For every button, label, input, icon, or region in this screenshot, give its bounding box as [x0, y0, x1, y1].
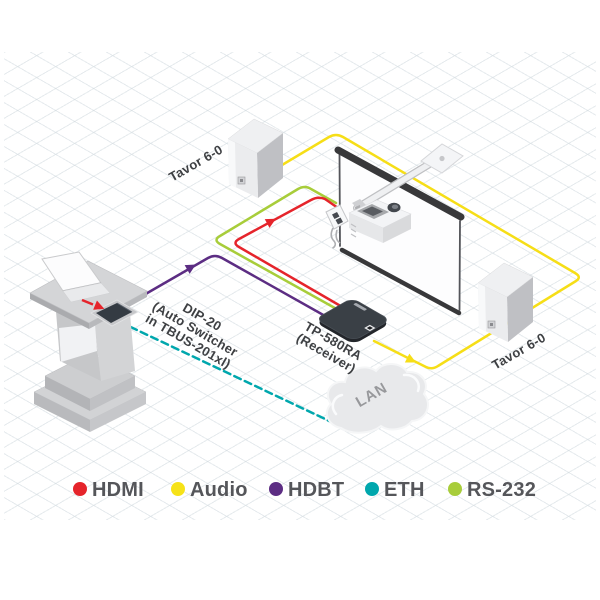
legend-item-hdmi: HDMI: [73, 479, 144, 501]
projector-lens-inner: [391, 204, 399, 209]
podium: [29, 251, 148, 432]
speaker-left-edge-highlight: [228, 139, 236, 188]
speaker-left-top-face: [227, 118, 284, 154]
podium-top-left-edge: [30, 293, 89, 329]
ceiling-plate-hole: [439, 155, 445, 162]
projector-front-face: [349, 213, 383, 243]
cloud-highlight: [331, 373, 420, 416]
projector-side-face: [383, 214, 411, 243]
legend-item-rs232: RS-232: [448, 479, 536, 501]
speaker-left: [227, 118, 284, 198]
laptop-keyboard: [62, 282, 111, 303]
legend-label-rs232: RS-232: [467, 479, 536, 501]
projector-assembly: [325, 143, 464, 249]
legend-dot-hdmi: [73, 482, 87, 496]
hdmi-arrowhead: [264, 218, 276, 228]
legend-item-hdbt: HDBT: [269, 479, 344, 501]
legend-item-audio: Audio: [171, 479, 248, 501]
lan-cloud: LAN: [326, 363, 429, 434]
legend-label-hdmi: HDMI: [92, 479, 144, 501]
eth-cable: [118, 320, 344, 429]
audio-cable: [275, 133, 580, 370]
screen-bottom-bar: [339, 247, 462, 316]
speaker-left-label: Tavor 6-0: [166, 142, 225, 185]
mount-pole: [354, 154, 444, 211]
speaker-right-logo-mark: [490, 323, 493, 326]
legend-dot-eth: [365, 482, 379, 496]
speaker-right: [477, 262, 534, 342]
speaker-right-side-face: [507, 277, 533, 342]
podium-front-panel: [59, 324, 97, 362]
speaker-left-side-face: [257, 133, 283, 198]
plate-cable2: [335, 229, 341, 244]
hdbt-cable: [128, 254, 336, 323]
cloud-shape: [326, 363, 429, 434]
laptop-hdmi-link: [81, 298, 94, 306]
receiver-brand-mark: [353, 303, 367, 311]
legend-dot-rs232: [448, 482, 462, 496]
audio-arrowhead: [404, 353, 417, 363]
laptop-hdmi-arrowhead: [93, 300, 105, 310]
projector-vents: [350, 223, 357, 238]
speaker-left-logo-mark: [240, 179, 243, 182]
rs232-cable: [215, 185, 344, 314]
laptop: [41, 251, 111, 303]
legend-dot-hdbt: [269, 482, 283, 496]
receiver: [319, 300, 387, 343]
connection-plate-port: [332, 212, 340, 219]
projector-vent-tray-inner: [362, 206, 383, 216]
cables: [118, 133, 580, 429]
screen-left-edge: [338, 152, 341, 247]
legend-label-audio: Audio: [190, 479, 248, 501]
plate-cable: [330, 227, 337, 249]
hdbt-arrowhead: [184, 264, 196, 274]
legend-dot-audio: [171, 482, 185, 496]
connection-plate-port2: [335, 217, 343, 225]
legend-label-hdbt: HDBT: [288, 479, 344, 501]
speaker-right-edge-highlight: [478, 283, 486, 332]
legend-item-eth: ETH: [365, 479, 425, 501]
legend-label-eth: ETH: [384, 479, 425, 501]
dip20-switcher: [96, 303, 132, 323]
screen-right-edge: [458, 220, 461, 311]
legend: HDMI Audio HDBT ETH RS-232: [73, 479, 536, 501]
podium-column-right-face: [94, 302, 135, 381]
dip20-edge-highlight: [116, 302, 133, 313]
